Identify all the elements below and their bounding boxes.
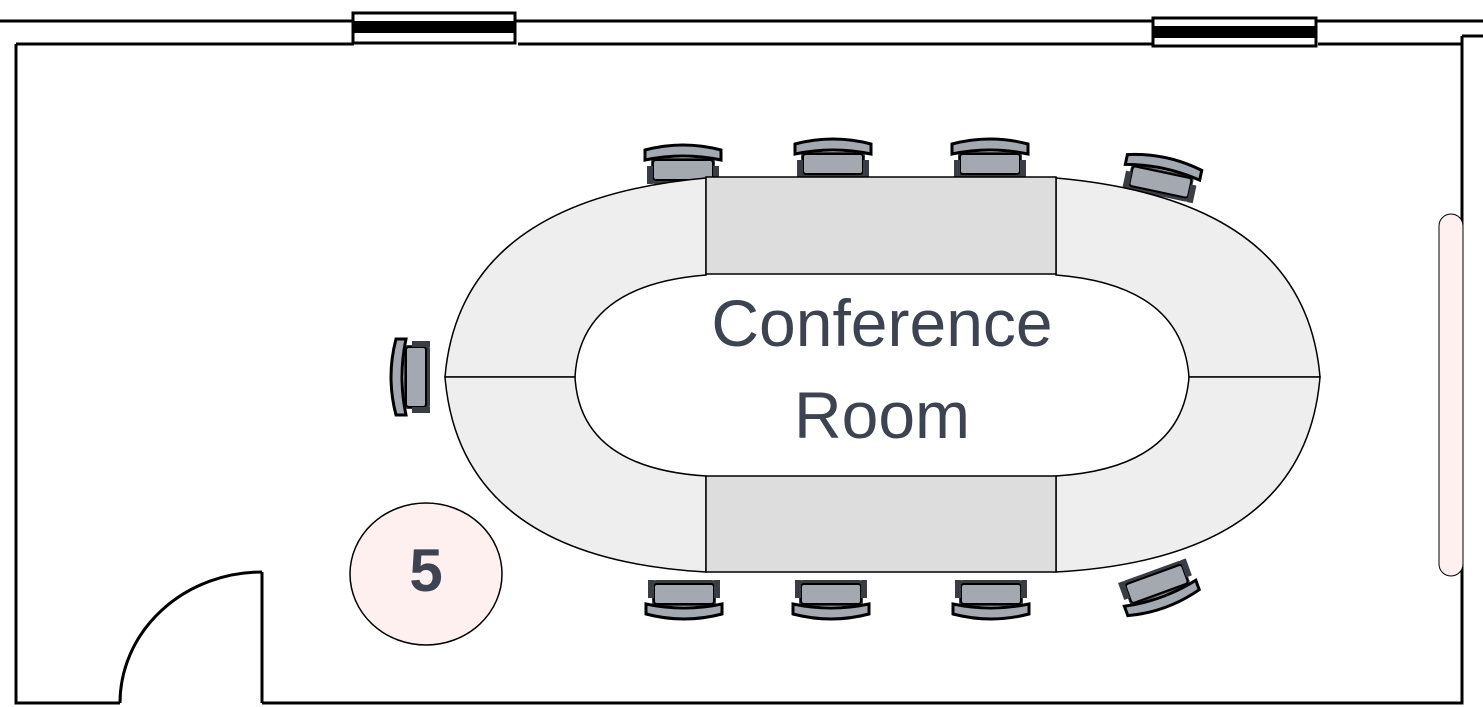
conference-table [444, 176, 1321, 573]
chair-icon [793, 137, 873, 180]
door-swing-icon [118, 570, 264, 704]
room-label-line2: Room [794, 378, 970, 452]
window-left [351, 11, 517, 45]
chair-icon [791, 578, 871, 621]
room-number: 5 [409, 537, 442, 604]
chair-icon [1114, 556, 1203, 622]
chair-icon [951, 578, 1031, 621]
window-right [1151, 16, 1318, 48]
room-number-badge: 5 [349, 502, 503, 646]
chair-icon [950, 137, 1030, 180]
whiteboard [1438, 213, 1464, 577]
chair-icon [644, 578, 724, 621]
chair-icon [389, 337, 432, 417]
room-label-line1: Conference [711, 286, 1052, 360]
